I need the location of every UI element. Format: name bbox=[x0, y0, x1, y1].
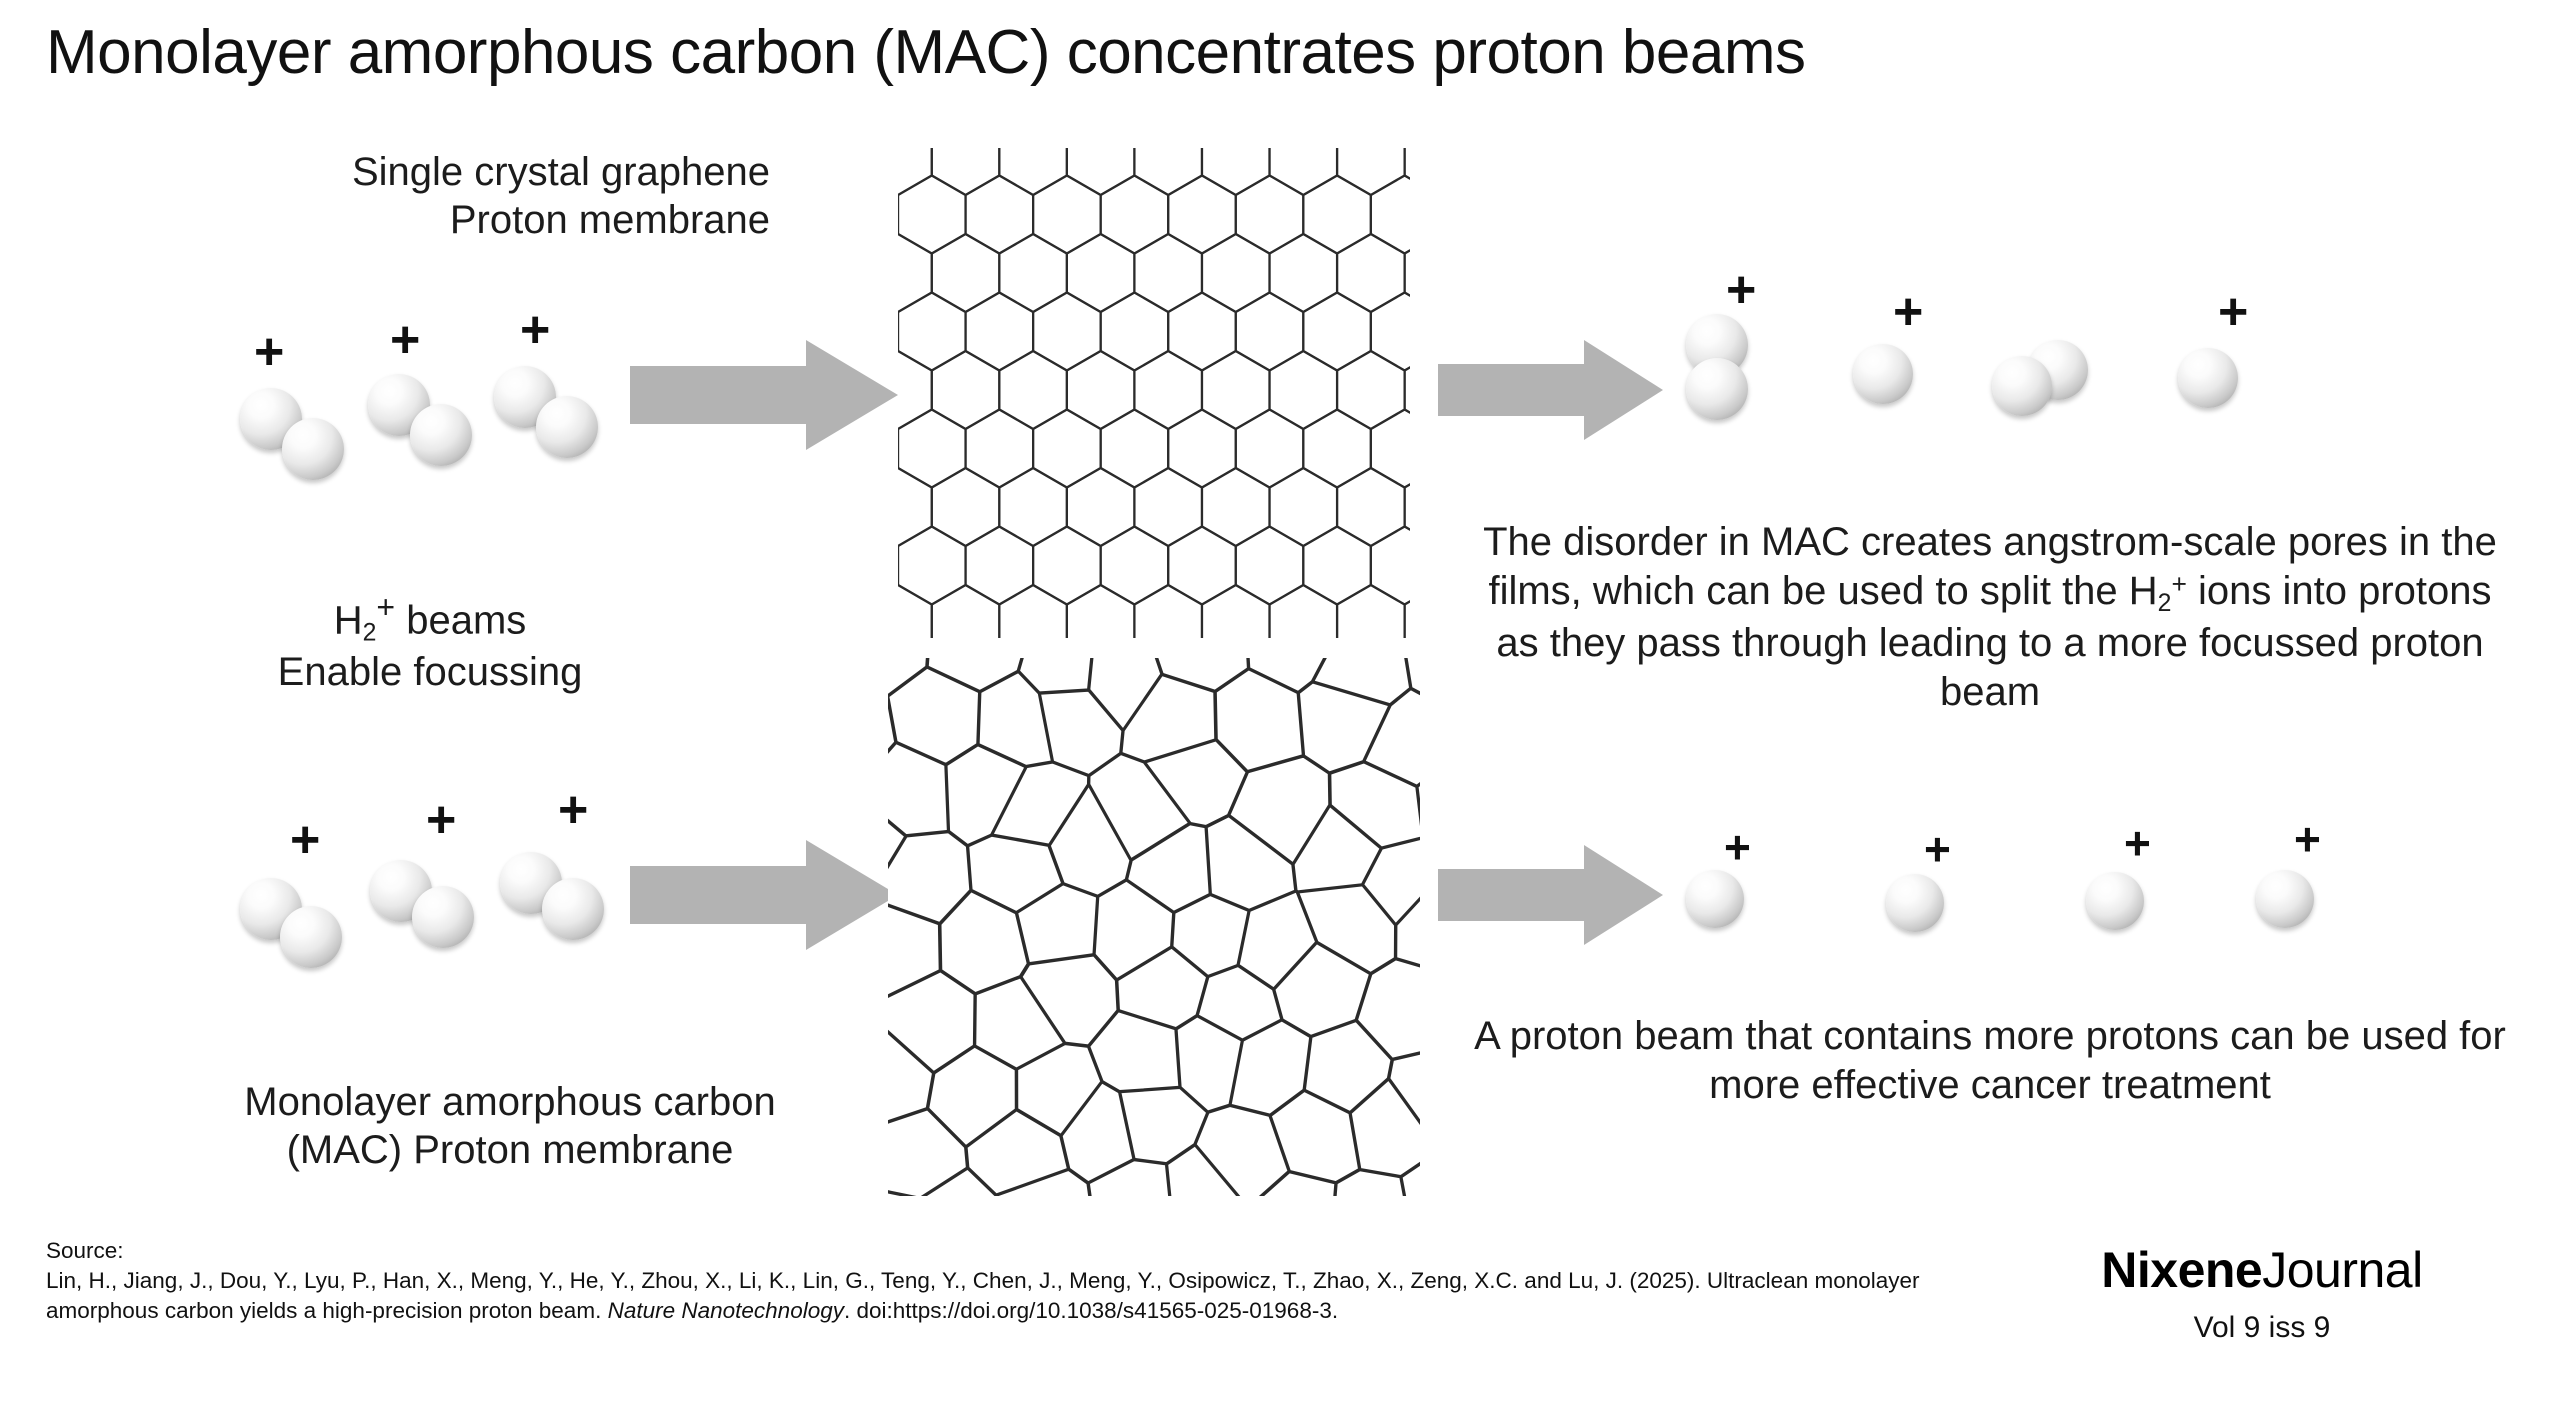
disorder-h2-subscript: 2 bbox=[2157, 589, 2172, 617]
h2-charge-superscript: + bbox=[376, 589, 396, 625]
proton-sphere bbox=[1686, 358, 1748, 420]
label-h2-beams: H2+ beams Enable focussing bbox=[120, 588, 740, 696]
enable-focussing-line: Enable focussing bbox=[277, 650, 583, 695]
source-heading: Source: bbox=[46, 1238, 124, 1263]
journal-logo: NixeneJournal bbox=[2002, 1244, 2522, 1297]
proton-sphere bbox=[2256, 870, 2314, 928]
charge-plus-icon: + bbox=[1726, 261, 1757, 319]
top-output-proton-group-3 bbox=[1990, 310, 2130, 440]
journal-name-regular: Journal bbox=[2262, 1242, 2423, 1298]
disorder-text-part2: ions into protons as they pass through l… bbox=[1496, 568, 2492, 714]
bottom-input-proton-cluster-3: + bbox=[500, 784, 642, 944]
proton-sphere bbox=[1686, 870, 1744, 928]
charge-plus-icon: + bbox=[1924, 823, 1951, 875]
mac-label-line1: Monolayer amorphous carbon bbox=[244, 1080, 776, 1124]
charge-plus-icon: + bbox=[1893, 283, 1924, 341]
proton-sphere bbox=[412, 886, 474, 948]
monolayer-amorphous-carbon-lattice bbox=[888, 658, 1420, 1196]
proton-sphere bbox=[1992, 356, 2052, 416]
graphene-label-line2: Proton membrane bbox=[449, 198, 770, 242]
top-input-proton-cluster-2: + bbox=[368, 314, 508, 466]
source-doi: . doi:https://doi.org/10.1038/s41565-025… bbox=[843, 1297, 1339, 1323]
proton-sphere bbox=[280, 906, 342, 968]
h2-symbol: H bbox=[333, 598, 363, 643]
charge-plus-icon: + bbox=[558, 781, 589, 839]
bottom-output-proton-2: + bbox=[1880, 826, 1990, 962]
h2-subscript: 2 bbox=[362, 619, 377, 647]
page-title: Monolayer amorphous carbon (MAC) concent… bbox=[46, 18, 1806, 87]
proton-sphere bbox=[410, 404, 472, 466]
proton-sphere bbox=[536, 396, 598, 458]
top-input-proton-cluster-1: + bbox=[240, 326, 370, 480]
bottom-input-proton-cluster-2: + bbox=[370, 794, 508, 952]
bottom-output-proton-3: + bbox=[2080, 820, 2190, 958]
top-output-proton-group-4: + bbox=[2170, 286, 2290, 430]
proton-sphere bbox=[542, 878, 604, 940]
charge-plus-icon: + bbox=[254, 323, 285, 381]
paragraph-mac-disorder: The disorder in MAC creates angstrom-sca… bbox=[1470, 518, 2510, 717]
proton-sphere bbox=[2086, 872, 2144, 930]
source-citation: Source: Lin, H., Jiang, J., Dou, Y., Lyu,… bbox=[46, 1236, 1946, 1326]
charge-plus-icon: + bbox=[2294, 813, 2321, 865]
arrow-top-left bbox=[630, 340, 898, 455]
bottom-output-proton-1: + bbox=[1680, 824, 1790, 958]
proton-sphere bbox=[2178, 348, 2238, 408]
graphene-label-line1: Single crystal graphene bbox=[351, 150, 770, 194]
bottom-output-proton-4: + bbox=[2250, 816, 2360, 956]
h2-beams-word: beams bbox=[395, 598, 527, 643]
top-output-proton-group-2: + bbox=[1845, 286, 1965, 430]
mac-label-line2: (MAC) Proton membrane bbox=[286, 1128, 734, 1172]
charge-plus-icon: + bbox=[2124, 817, 2151, 869]
proton-sphere bbox=[1853, 344, 1913, 404]
paragraph-cancer-treatment: A proton beam that contains more protons… bbox=[1474, 1014, 2506, 1107]
label-single-crystal-graphene: Single crystal graphene Proton membrane bbox=[170, 148, 770, 244]
bottom-input-proton-cluster-1: + bbox=[240, 814, 370, 970]
single-crystal-graphene-lattice bbox=[898, 148, 1410, 638]
arrow-bottom-left bbox=[630, 840, 898, 955]
disorder-charge-superscript: + bbox=[2171, 568, 2187, 599]
source-journal: Nature Nanotechnology bbox=[607, 1297, 844, 1323]
charge-plus-icon: + bbox=[426, 791, 457, 849]
h2-formula: H2+ beams bbox=[120, 588, 740, 648]
charge-plus-icon: + bbox=[390, 311, 421, 369]
disorder-text-part1: The disorder in MAC creates angstrom-sca… bbox=[1483, 520, 2497, 613]
arrow-top-right bbox=[1438, 340, 1663, 445]
charge-plus-icon: + bbox=[1724, 821, 1751, 873]
source-authors: Lin, H., Jiang, J., Dou, Y., Lyu, P., Ha… bbox=[46, 1267, 1920, 1323]
journal-volume-issue: Vol 9 iss 9 bbox=[2193, 1310, 2331, 1344]
label-monolayer-amorphous-carbon: Monolayer amorphous carbon (MAC) Proton … bbox=[80, 1078, 940, 1174]
journal-branding: NixeneJournal Vol 9 iss 9 bbox=[2002, 1244, 2522, 1345]
charge-plus-icon: + bbox=[520, 301, 551, 359]
arrow-bottom-right bbox=[1438, 845, 1663, 950]
top-output-proton-group-1: + bbox=[1680, 264, 1800, 426]
proton-sphere bbox=[282, 418, 344, 480]
proton-sphere bbox=[1886, 874, 1944, 932]
top-input-proton-cluster-3: + bbox=[494, 304, 640, 458]
journal-name-bold: Nixene bbox=[2101, 1242, 2263, 1298]
charge-plus-icon: + bbox=[290, 811, 321, 869]
charge-plus-icon: + bbox=[2218, 283, 2249, 341]
